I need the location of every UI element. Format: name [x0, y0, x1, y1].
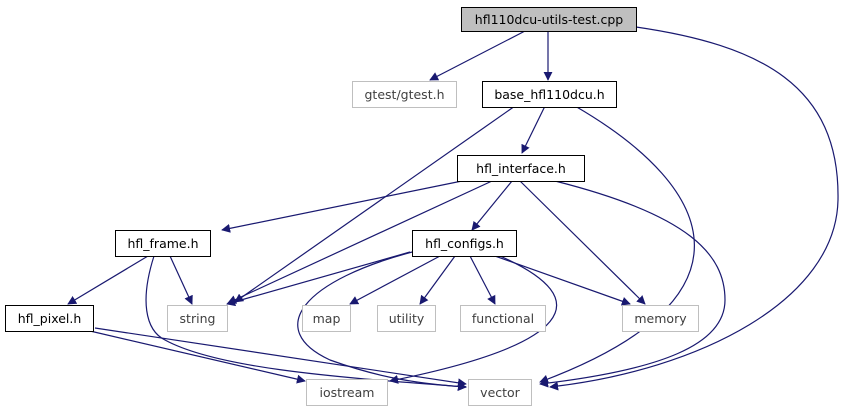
node-label-string: string [180, 311, 216, 326]
node-box-vector [468, 379, 532, 406]
nodes: hfl110dcu-utils-test.cpp gtest/gtest.h bas… [5, 7, 699, 406]
node-gtest: gtest/gtest.h [352, 81, 457, 108]
node-box-pixel [5, 305, 94, 332]
edge-configs-map [349, 255, 441, 305]
node-base[interactable]: base_hfl110dcu.h [482, 81, 617, 108]
node-label-root: hfl110dcu-utils-test.cpp [475, 12, 623, 27]
node-iface[interactable]: hfl_interface.h [457, 155, 585, 182]
edge-configs-vector [297, 249, 467, 391]
edge-pixel-vector [94, 327, 467, 388]
edge-configs-iostream [389, 255, 558, 384]
edge-iface-memory [519, 180, 646, 305]
edge-base-vector [539, 105, 695, 384]
node-iostream: iostream [306, 379, 388, 406]
node-label-configs: hfl_configs.h [425, 236, 504, 251]
edge-iface-configs [471, 180, 513, 231]
node-string: string [167, 305, 228, 332]
node-box-configs [412, 230, 517, 257]
node-label-functional: functional [472, 311, 534, 326]
edge-frame-string [169, 255, 193, 305]
node-label-gtest: gtest/gtest.h [365, 87, 445, 102]
node-map: map [302, 305, 351, 332]
node-label-map: map [313, 311, 341, 326]
node-label-base: base_hfl110dcu.h [494, 87, 604, 102]
node-box-string [167, 305, 228, 332]
node-label-iostream: iostream [320, 385, 375, 400]
edge-root-gtest [429, 30, 526, 81]
edge-iface-vector [539, 180, 726, 388]
node-root[interactable]: hfl110dcu-utils-test.cpp [461, 7, 637, 32]
edge-configs-functional [469, 255, 496, 305]
edge-pixel-iostream [89, 330, 306, 384]
edge-iface-frame [221, 180, 463, 233]
node-label-vector: vector [480, 385, 521, 400]
node-box-utility [377, 305, 436, 332]
node-functional: functional [460, 305, 546, 332]
node-memory: memory [622, 305, 699, 332]
node-pixel[interactable]: hfl_pixel.h [5, 305, 94, 332]
node-box-root [461, 7, 637, 32]
node-label-pixel: hfl_pixel.h [18, 311, 82, 326]
node-frame[interactable]: hfl_frame.h [115, 230, 211, 257]
edge-configs-string [226, 251, 411, 307]
node-box-iface [457, 155, 585, 182]
node-label-frame: hfl_frame.h [127, 236, 198, 251]
node-box-map [302, 305, 351, 332]
node-vector: vector [468, 379, 532, 406]
node-box-frame [115, 230, 211, 257]
node-label-utility: utility [389, 311, 425, 326]
edge-frame-pixel [67, 255, 149, 305]
node-box-base [482, 81, 617, 108]
node-box-iostream [306, 379, 388, 406]
node-utility: utility [377, 305, 436, 332]
node-label-memory: memory [634, 311, 687, 326]
edge-base-string [234, 105, 516, 303]
node-box-memory [622, 305, 699, 332]
node-box-gtest [352, 81, 457, 108]
node-box-functional [460, 305, 546, 332]
edge-base-iface [521, 105, 546, 154]
edge-root-vector [549, 26, 839, 391]
edge-configs-utility [419, 255, 456, 305]
node-configs[interactable]: hfl_configs.h [412, 230, 517, 257]
node-label-iface: hfl_interface.h [476, 161, 566, 176]
edge-iface-string [227, 180, 493, 304]
